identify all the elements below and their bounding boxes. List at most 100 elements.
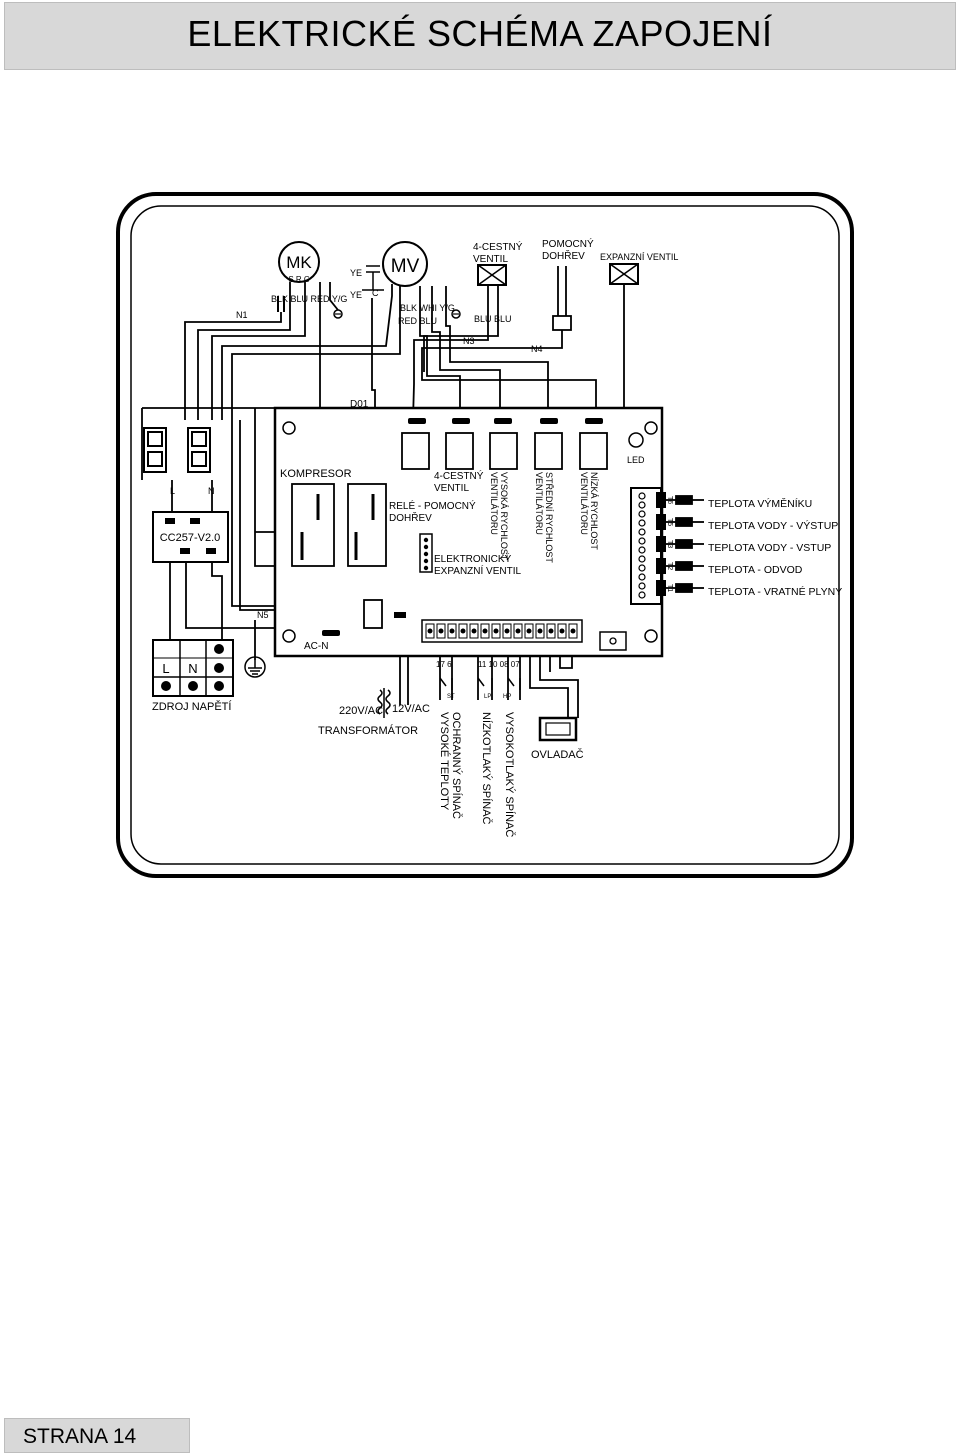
sensor-pin [638,510,646,518]
net-n3: N3 [463,336,475,346]
fan-low-label-2: VENTILÁTORU [579,472,589,535]
terminal-connector-left [143,427,211,473]
transformer-symbol [377,688,391,718]
terminal-screw [515,628,521,634]
fan-mid-label-2: VENTILÁTORU [534,472,544,535]
protection-switch-label-1: OCHRANNÝ SPÍNAČ [450,712,463,819]
terminal-screw [482,628,488,634]
power-terminal-block: L N [152,639,234,697]
terminal-screw [570,628,576,634]
compressor-label: KOMPRESOR [280,468,352,480]
terminal-screw [427,628,433,634]
ground-symbol-mv [451,309,461,319]
sensor-pin [638,519,646,527]
terminal-screw [438,628,444,634]
ground-symbol-mk [333,309,343,319]
wire-ye-1: YE [350,268,362,278]
terminal-screw [559,628,565,634]
low-pressure-switch-label: NÍZKOTLAKÝ SPÍNAČ [480,712,493,825]
wire-colors-mv-1: BLK WHI Y/G [400,303,455,313]
diagram-frame-outer [116,192,854,878]
title-bar: ELEKTRICKÉ SCHÉMA ZAPOJENÍ [4,2,956,70]
sensor-label-3: TEPLOTA VODY - VSTUP [708,542,831,554]
wire-colors-mk: BLK BLU RED Y/G [271,294,347,304]
transformer-label: TRANSFORMÁTOR [318,724,418,737]
eev-label-1: ELEKTRONICKÝ [434,552,512,565]
sensor-pin [638,591,646,599]
wire-colors-valve: BLU BLU [474,314,512,324]
sensor-pin [638,546,646,554]
sensor-pin [638,492,646,500]
power-n-letter: N [188,661,197,676]
controller-label: OVLADAČ [531,748,584,761]
fan-low-label-1: NÍZKÁ RYCHLOST [589,472,599,550]
net-n5: N5 [257,610,269,620]
sensor-pin [638,537,646,545]
sensor-pin [638,528,646,536]
motor-mk-pins: S R C [288,275,310,284]
fan-motor: MV [382,241,428,287]
page-number: STRANA 14 [23,1425,137,1448]
eev-label-2: EXPANZNÍ VENTIL [434,564,521,577]
terminal-screw [449,628,455,634]
module-l-label: L [170,486,175,496]
terminal-screw [537,628,543,634]
sensor-probes [666,495,704,593]
compressor-motor: MK S R C [278,241,320,284]
controller-device [538,716,578,742]
led-label: LED [627,455,645,465]
sensor-pin [638,582,646,590]
fan-mid-label-1: STŘEDNÍ RYCHLOST [544,472,554,563]
page-footer: STRANA 14 [4,1418,190,1453]
four-way-board-label-2: VENTIL [434,483,469,494]
power-l-letter: L [162,661,169,676]
terminal-screw [504,628,510,634]
sensor-label-1: TEPLOTA VÝMĚNÍKU [708,497,812,510]
relay-label-2: DOHŘEV [389,511,432,524]
net-d01: D01 [350,399,369,410]
terminal-screw [548,628,554,634]
bottom-numbers-2: 11 10 08 07 [478,660,520,669]
control-board [273,406,666,658]
earth-ground-icon [244,656,266,678]
sensor-label-5: TEPLOTA - VRATNÉ PLYNY [708,585,842,598]
transformer-secondary: 12V/AC [392,703,430,715]
sensor-pin [638,555,646,563]
terminal-screw [460,628,466,634]
fan-high-label-2: VENTILÁTORU [489,472,499,535]
transformer-primary: 220V/AC [339,705,383,717]
page-title: ELEKTRICKÉ SCHÉMA ZAPOJENÍ [187,13,773,54]
bottom-numbers-1: 17 6 [436,660,452,669]
fan-high-label-1: VYSOKÁ RYCHLOST [499,472,509,561]
module-n-label: N [208,486,215,496]
switch-code-hp: HP [503,694,511,700]
sensor-pin [638,501,646,509]
four-way-valve-label-1: 4-CESTNÝ [473,240,523,253]
sensor-label-4: TEPLOTA - ODVOD [708,564,803,576]
motor-mv-label: MV [391,256,420,277]
pressure-switches [439,677,521,690]
switch-code-st: ST [447,694,455,700]
sensor-pin [638,564,646,572]
sensor-pin [638,573,646,581]
acn-label: AC-N [304,641,328,652]
expansion-valve-coil [609,263,639,285]
terminal-screw [493,628,499,634]
net-n1: N1 [236,310,248,320]
relay-label-1: RELÉ - POMOCNÝ [389,499,476,512]
four-way-board-label-1: 4-CESTNÝ [434,469,484,482]
sensor-connector-pins [638,492,646,599]
protection-switch-label-2: VYSOKÉ TEPLOTY [438,712,451,811]
sensor-label-2: TEPLOTA VODY - VÝSTUP [708,519,838,532]
capacitor-mv [362,265,384,291]
wire-colors-mv-2: RED BLU [398,316,437,326]
terminal-screw [471,628,477,634]
switch-code-lp: LP [484,694,491,700]
aux-heater-label-2: DOHŘEV [542,249,585,262]
wire-c: C [372,288,379,298]
capacitor-mk [277,296,285,312]
filter-module: CC257-V2.0 [152,511,229,563]
bottom-terminal-strip [425,623,578,639]
diagram-frame-inner [130,205,840,865]
